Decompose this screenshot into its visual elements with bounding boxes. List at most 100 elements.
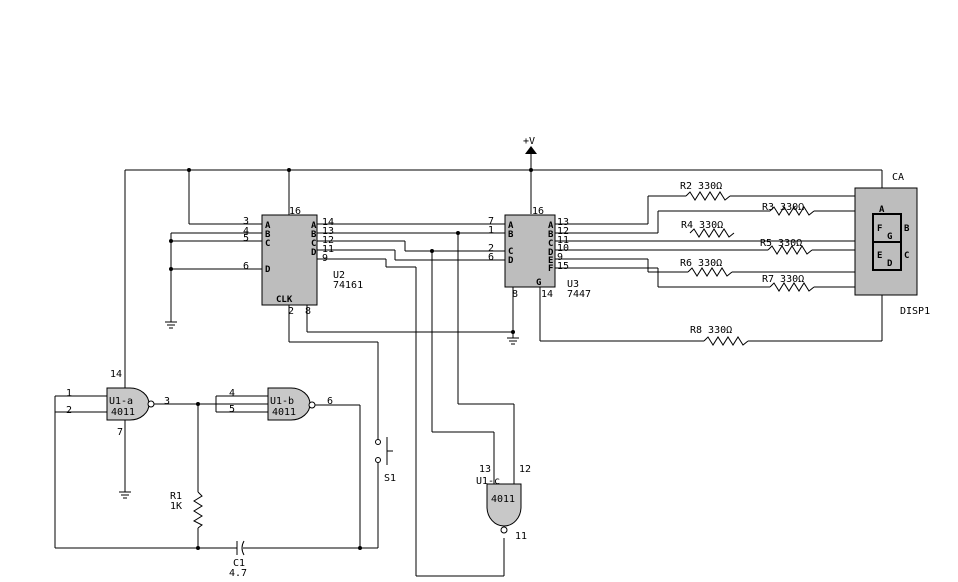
u2-in-d: D: [265, 265, 271, 275]
u1b-nand-gate: U1-b 4011 4 5 6: [229, 387, 333, 421]
u3-part: 7447: [567, 289, 591, 300]
capacitor-c1: C1 4.7: [55, 540, 378, 579]
u3-pin-1: 1: [488, 225, 494, 236]
u1b-pin-5: 5: [229, 404, 235, 415]
u3-in-c: C: [508, 247, 513, 257]
counter-to-decoder-bus: [317, 223, 515, 577]
u1a-pin-1: 1: [66, 388, 72, 399]
c1-value: 4.7: [229, 568, 247, 579]
u2-out-d: D: [311, 248, 317, 258]
u2-pin-13: 13: [322, 226, 334, 237]
u1c-pin-11: 11: [515, 531, 527, 542]
u1a-pin-14: 14: [110, 369, 122, 380]
r7-label: R7 330Ω: [762, 274, 804, 285]
seg-b-label: B: [904, 224, 910, 234]
r6-label: R6 330Ω: [680, 258, 722, 269]
u2-out-a: A: [311, 221, 317, 231]
u3-pin-8: 8: [512, 289, 518, 300]
u2-part: 74161: [333, 280, 363, 291]
u1a-pin-7: 7: [117, 427, 123, 438]
u2-pin-2: 2: [288, 306, 294, 317]
r2-label: R2 330Ω: [680, 181, 722, 192]
u1a-part: 4011: [111, 407, 135, 418]
u3-pin-2: 2: [488, 243, 494, 254]
switch-s1: S1: [375, 437, 396, 548]
u2-pin-8: 8: [305, 306, 311, 317]
u1b-ref: U1-b: [270, 396, 294, 407]
r3-label: R3 330Ω: [762, 202, 804, 213]
u3-pin-9: 9: [557, 252, 563, 263]
r8-label: R8 330Ω: [690, 325, 732, 336]
resistor-r8: R8 330Ω: [690, 325, 749, 346]
u3-in-a: A: [508, 221, 514, 231]
u1b-wiring: [215, 395, 361, 548]
resistor-r5: R5 330Ω: [760, 238, 813, 255]
u1c-ref: U1-c: [476, 476, 500, 487]
c1-ref: C1: [233, 558, 245, 569]
u3-out-g: G: [536, 278, 541, 288]
display-ref: DISP1: [900, 306, 930, 317]
supply-label: +V: [523, 136, 535, 147]
u2-pin-5: 5: [243, 233, 249, 244]
supply-symbol: +V: [523, 136, 537, 214]
u3-in-b: B: [508, 230, 514, 240]
u2-pin-3: 3: [243, 216, 249, 227]
u2-clk-label: CLK: [276, 295, 293, 305]
seg-e-label: E: [877, 251, 882, 261]
seg-c-label: C: [904, 251, 909, 261]
u2-bottom-wiring: [288, 305, 513, 440]
seg-g-label: G: [887, 232, 892, 242]
u1b-pin-4: 4: [229, 388, 235, 399]
u2-pin-6: 6: [243, 261, 249, 272]
u1a-ref: U1-a: [109, 396, 133, 407]
u3-pin-14: 14: [541, 289, 553, 300]
u1a-wiring: [54, 395, 268, 548]
u3-in-d: D: [508, 256, 514, 266]
seg-f-label: F: [877, 224, 882, 234]
seg-d-label: D: [887, 259, 893, 269]
u2-in-a: A: [265, 221, 271, 231]
r1-ref: R1: [170, 491, 182, 502]
u2-out-c: C: [311, 239, 316, 249]
u2-in-b: B: [265, 230, 271, 240]
u3-pin-12: 12: [557, 226, 569, 237]
resistor-r6: R6 330Ω: [680, 258, 733, 277]
u3-pin-10: 10: [557, 243, 569, 254]
seven-segment-display: A B C D E F G CA DISP1: [854, 172, 930, 317]
u1c-nand-gate: U1-c 4011 13 12 11: [476, 464, 531, 542]
r1-value: 1K: [170, 501, 182, 512]
u2-out-b: B: [311, 230, 317, 240]
resistor-r2: R2 330Ω: [680, 181, 731, 201]
u1b-part: 4011: [272, 407, 296, 418]
u3-pin-13: 13: [557, 217, 569, 228]
s1-ref: S1: [384, 473, 396, 484]
u3-vcc-pin: 16: [532, 206, 544, 217]
u2-ref: U2: [333, 270, 345, 281]
u2-counter-chip: A B C D A B C D CLK 16 3 4 5 6 14 13 12 …: [243, 206, 363, 317]
u2-pin-14: 14: [322, 217, 334, 228]
u1a-pin-2: 2: [66, 405, 72, 416]
u3-out-a: A: [548, 221, 554, 231]
u3-decoder-chip: A B C D A B C D E F G 16 7 1 2 6 13 12 1…: [488, 206, 591, 300]
resistor-r4: R4 330Ω: [681, 220, 735, 238]
u3-pin-7: 7: [488, 216, 494, 227]
u1c-pin-13: 13: [479, 464, 491, 475]
display-ca-label: CA: [892, 172, 904, 183]
seg-a-label: A: [879, 205, 885, 215]
u3-out-e: E: [548, 256, 553, 266]
resistor-r3: R3 330Ω: [762, 202, 815, 216]
u3-pin-6: 6: [488, 252, 494, 263]
u2-pin-4: 4: [243, 226, 249, 237]
resistor-r1: R1 1K: [170, 404, 203, 548]
u2-input-wiring: [165, 232, 262, 329]
u1c-part: 4011: [491, 494, 515, 505]
u1c-pin-12: 12: [519, 464, 531, 475]
u1a-pin-3: 3: [164, 396, 170, 407]
u3-out-f: F: [548, 264, 553, 274]
u3-ground: [507, 287, 519, 345]
u3-out-c: C: [548, 239, 553, 249]
u1b-pin-6: 6: [327, 396, 333, 407]
u2-vcc-pin: 16: [289, 206, 301, 217]
u3-ref: U3: [567, 279, 579, 290]
